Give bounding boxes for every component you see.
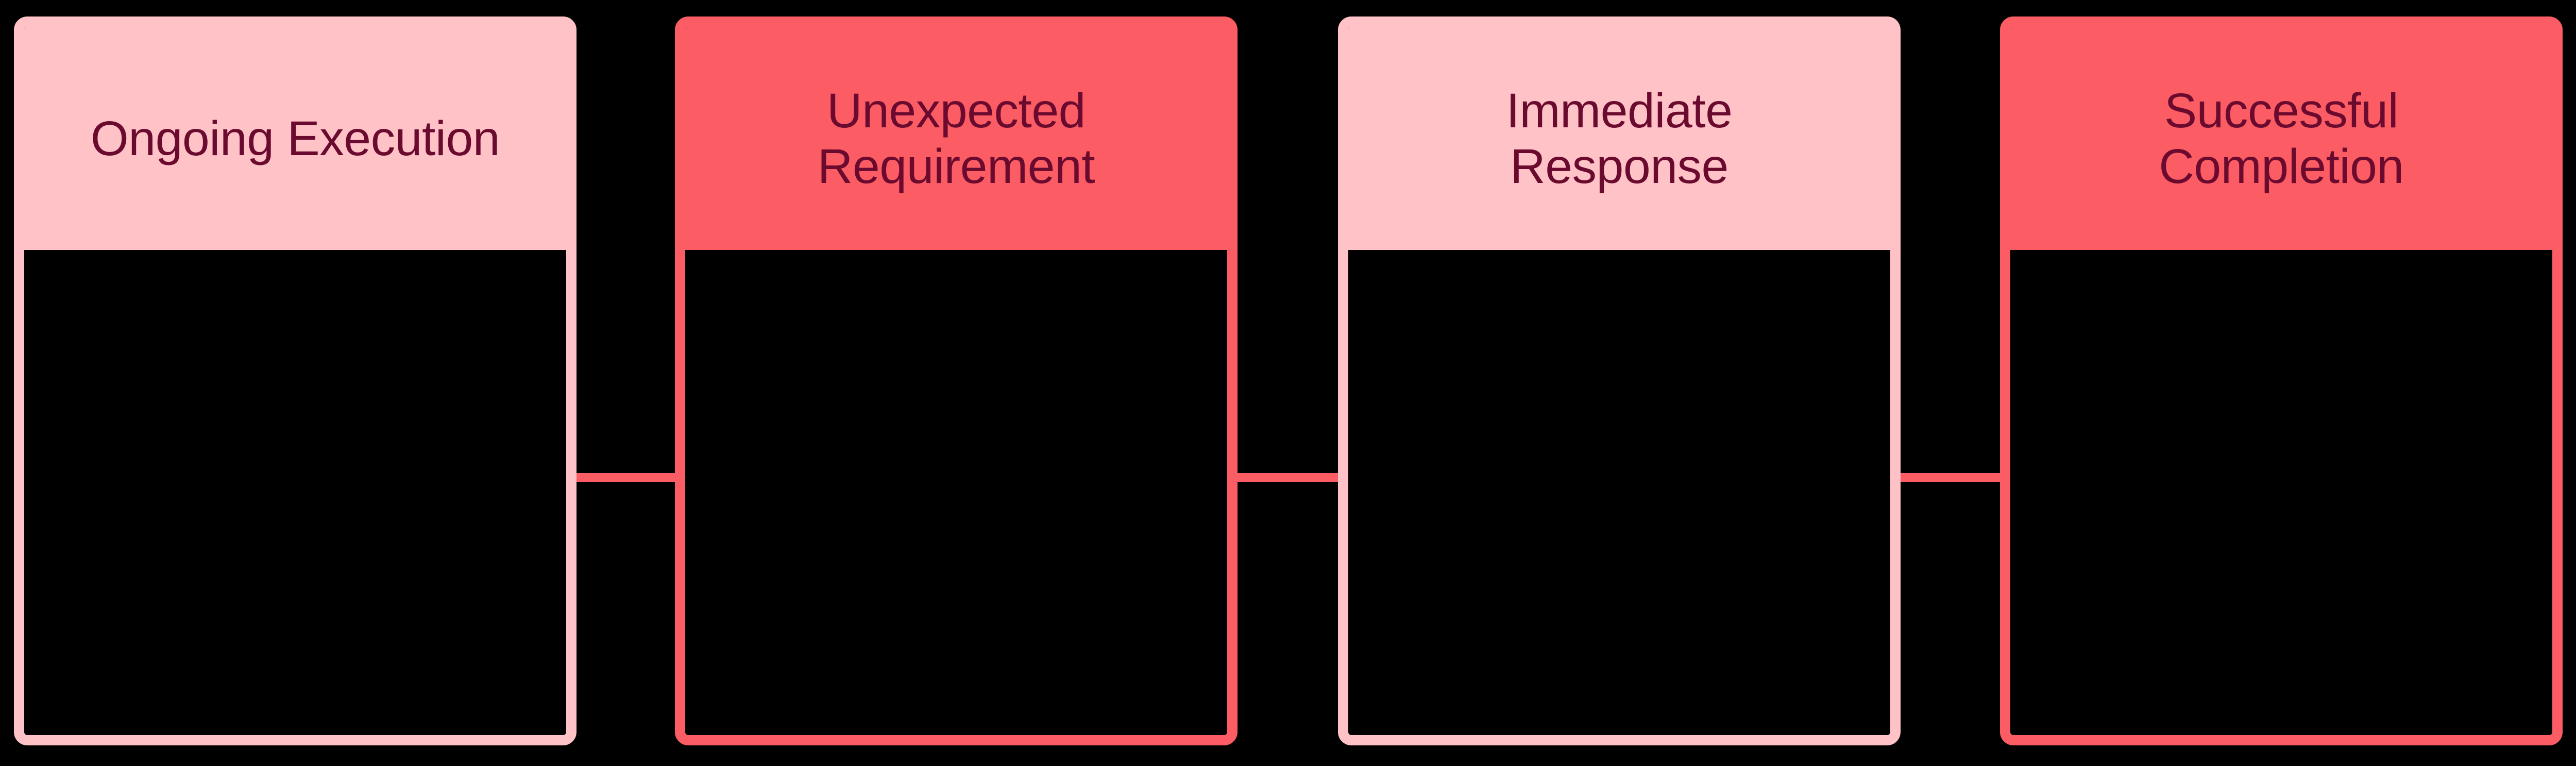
- flow-node-ongoing-execution[interactable]: Ongoing Execution: [14, 16, 577, 745]
- node-body-immediate-response: [1348, 250, 1890, 735]
- node-title-ongoing-execution: Ongoing Execution: [90, 111, 500, 166]
- node-title-immediate-response: Immediate Response: [1506, 83, 1733, 194]
- connector-1-to-2: [572, 473, 680, 482]
- node-body-unexpected-requirement: [685, 250, 1227, 735]
- node-header-unexpected-requirement: Unexpected Requirement: [685, 27, 1227, 250]
- node-header-ongoing-execution: Ongoing Execution: [24, 27, 566, 250]
- connector-2-to-3: [1233, 473, 1342, 482]
- node-header-immediate-response: Immediate Response: [1348, 27, 1890, 250]
- node-body-ongoing-execution: [24, 250, 566, 735]
- flow-node-immediate-response[interactable]: Immediate Response: [1338, 16, 1901, 745]
- node-body-successful-completion: [2010, 250, 2552, 735]
- node-title-unexpected-requirement: Unexpected Requirement: [817, 83, 1095, 194]
- flow-node-unexpected-requirement[interactable]: Unexpected Requirement: [675, 16, 1238, 745]
- flow-node-successful-completion[interactable]: Successful Completion: [2000, 16, 2563, 745]
- node-title-successful-completion: Successful Completion: [2159, 83, 2404, 194]
- connector-3-to-4: [1896, 473, 2004, 482]
- node-header-successful-completion: Successful Completion: [2010, 27, 2552, 250]
